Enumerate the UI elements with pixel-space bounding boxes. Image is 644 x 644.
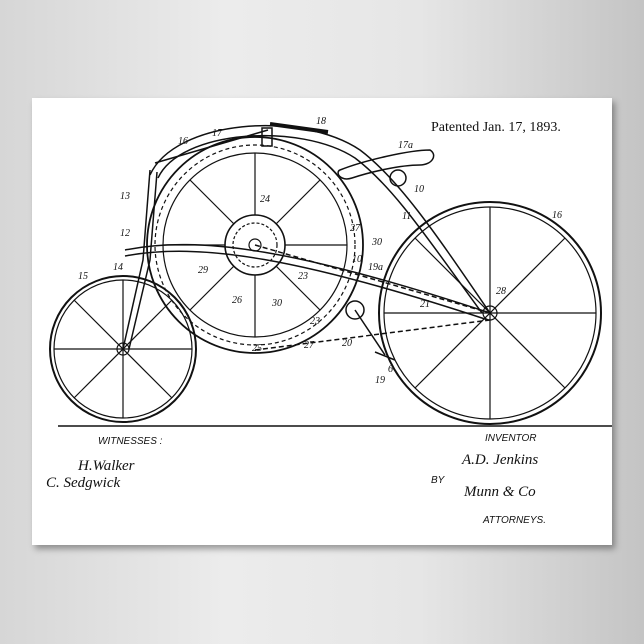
part-label: 21: [420, 299, 430, 310]
part-label: 25: [252, 343, 262, 354]
part-label: 27: [350, 223, 361, 234]
part-label: 19a: [368, 262, 383, 273]
part-label: 18: [316, 116, 326, 127]
part-label: 17a: [398, 140, 413, 151]
part-label: 19: [375, 375, 385, 386]
attorney-signature: Munn & Co: [463, 484, 536, 500]
part-label: 30: [271, 298, 282, 309]
part-label: 13: [120, 191, 130, 202]
by-label: BY: [431, 475, 446, 486]
patent-date-title: Patented Jan. 17, 1893.: [431, 120, 561, 135]
part-label: 11: [402, 211, 411, 222]
part-label: 23: [298, 271, 308, 282]
inventor-signature: A.D. Jenkins: [461, 452, 538, 468]
part-label: 10: [414, 184, 424, 195]
part-label: 16: [552, 210, 562, 221]
part-label: 30: [371, 237, 382, 248]
inventor-label: INVENTOR: [485, 433, 537, 444]
part-label: 20: [342, 338, 352, 349]
part-label: 29: [198, 265, 208, 276]
part-label: 6: [388, 364, 393, 375]
part-label: 15: [78, 271, 88, 282]
part-label: 26: [232, 295, 242, 306]
part-label: 23: [310, 316, 320, 327]
part-label: 10: [352, 254, 362, 265]
part-label: 27: [304, 340, 315, 351]
part-label: 24: [260, 194, 270, 205]
part-label: 12: [120, 228, 130, 239]
bicycle-frame: [123, 124, 490, 360]
attorneys-label: ATTORNEYS.: [482, 515, 546, 526]
part-label: 28: [496, 286, 506, 297]
part-label: 17: [212, 128, 223, 139]
witness-signature: H.Walker: [77, 458, 135, 474]
witnesses-label: WITNESSES :: [98, 436, 163, 447]
part-label: 16: [178, 136, 188, 147]
witness-signature: C. Sedgwick: [46, 475, 120, 491]
part-label: 14: [113, 262, 123, 273]
